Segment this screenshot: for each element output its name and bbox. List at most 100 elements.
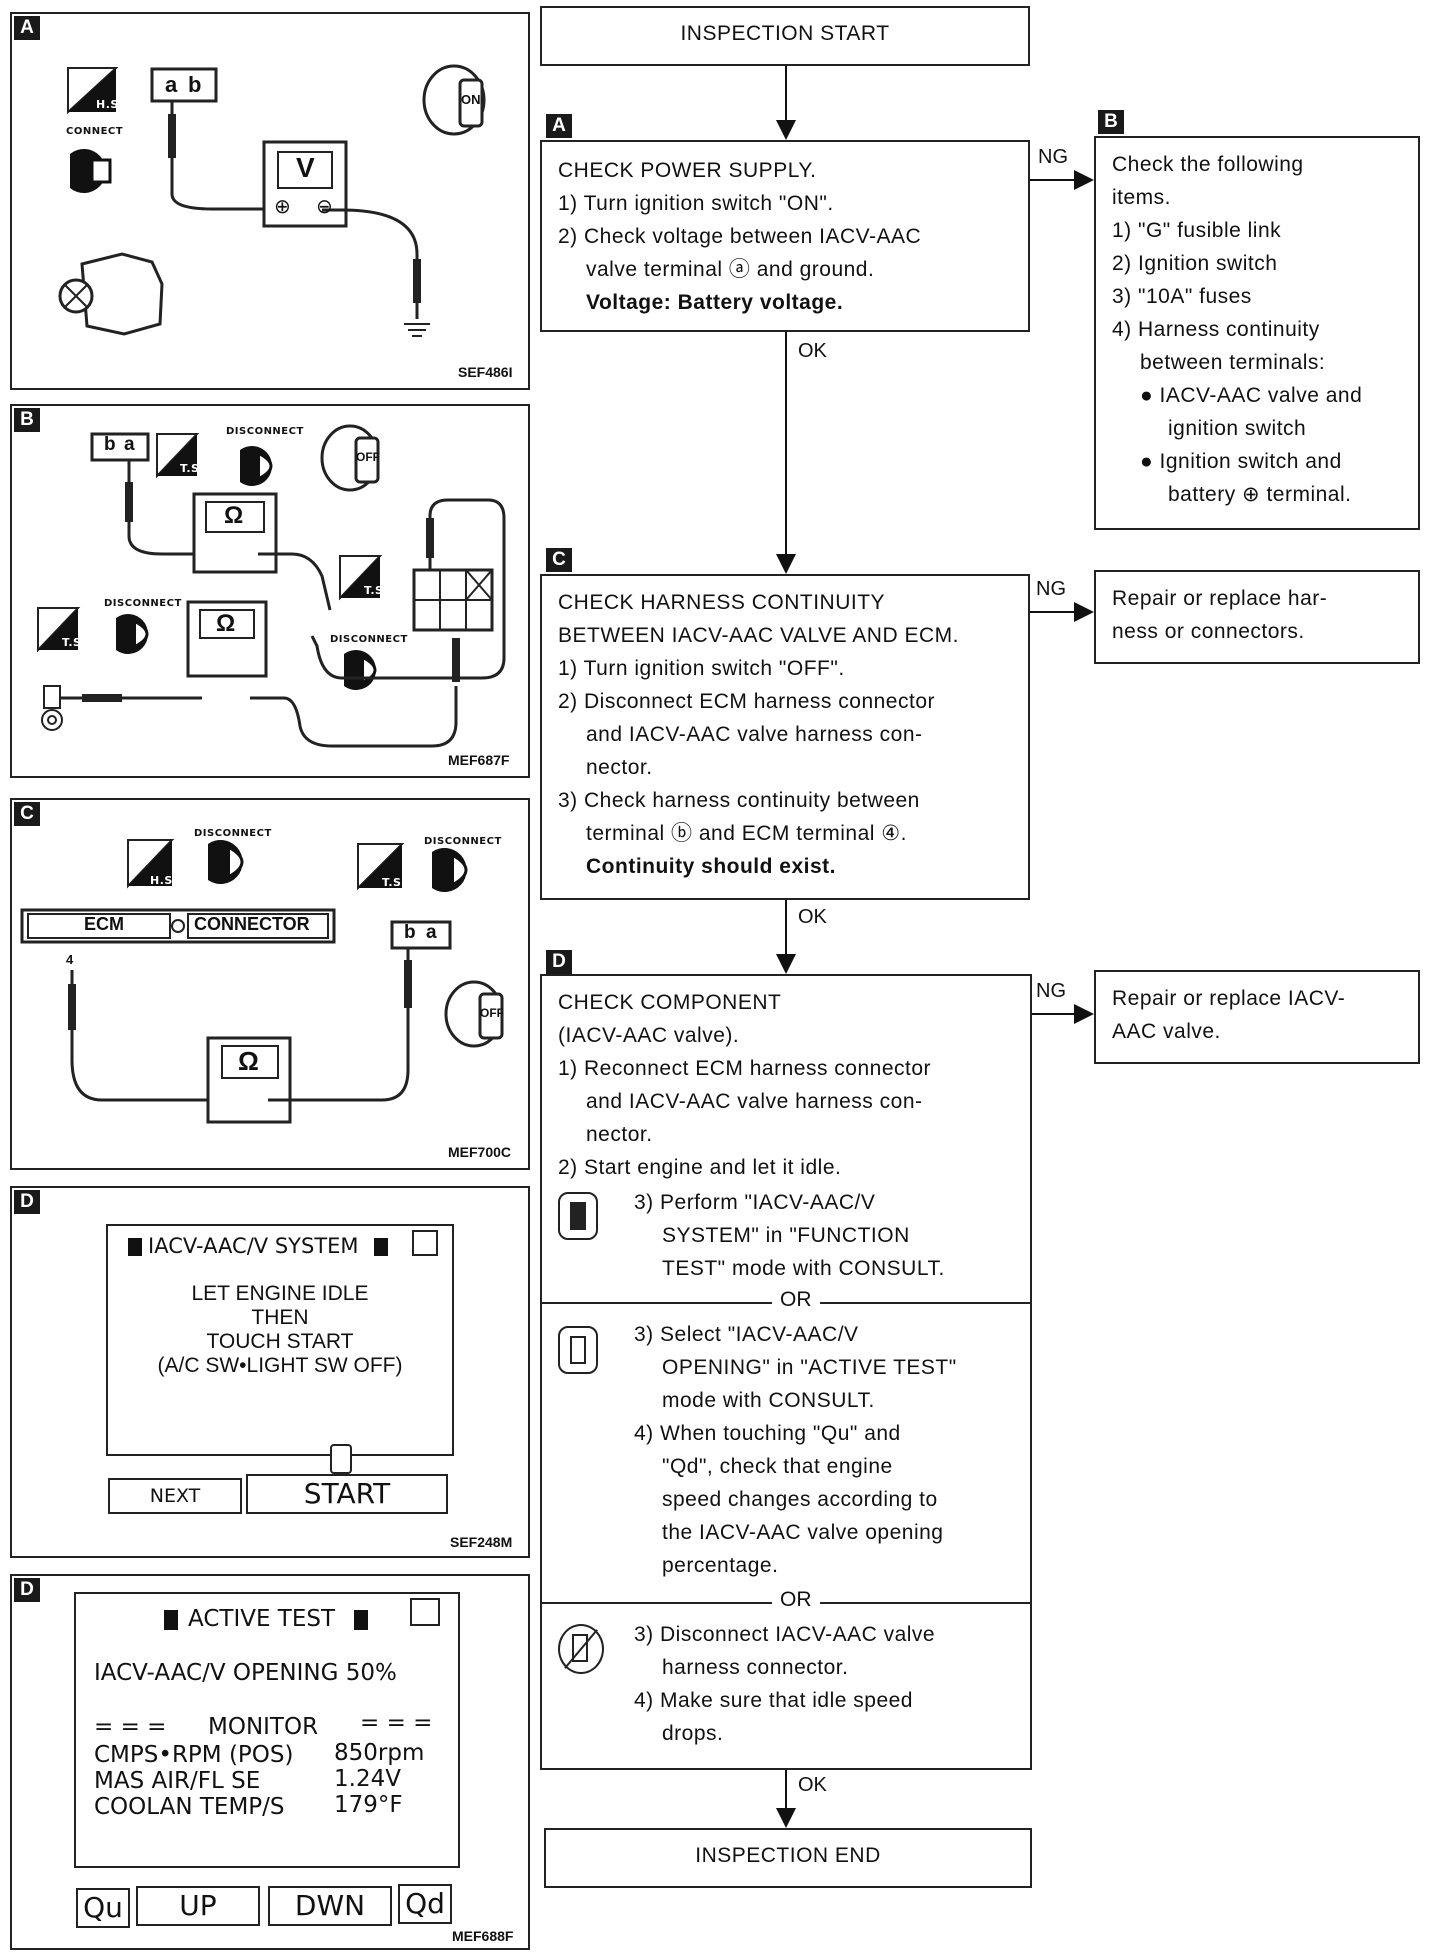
figure-a: A H.S. CONNECT a b V ⊕ ⊖ ON SEF	[10, 12, 530, 390]
screen-system-title: IACV-AAC/V SYSTEM	[148, 1234, 359, 1258]
figure-a-connect: CONNECT	[66, 126, 124, 137]
step-d-opt2-line: 3) Select "IACV-AAC/V	[634, 1323, 859, 1346]
screen-msg-line-3: TOUCH START	[206, 1330, 354, 1353]
step-b-text: Check the following items. 1) "G" fusibl…	[1112, 148, 1362, 511]
figure-a-terminal-b: b	[188, 72, 202, 97]
repair-valve-text: Repair or replace IACV- AAC valve.	[1112, 982, 1345, 1048]
step-b-line: 2) Ignition switch	[1112, 252, 1278, 275]
inspection-end-label: INSPECTION END	[695, 1844, 881, 1867]
monitor-row-label: CMPS•RPM (POS)	[94, 1742, 294, 1768]
figure-c-ecm-label: ECM	[84, 914, 124, 934]
step-d-option-3: 3) Disconnect IACV-AAC valve harness con…	[634, 1618, 935, 1750]
step-c-tag: C	[546, 548, 572, 572]
figure-d1: D IACV-AAC/V SYSTEM LET ENGINE IDLE THEN…	[10, 1186, 530, 1558]
step-b-line: items.	[1112, 186, 1172, 209]
repair-harness-line: Repair or replace har-	[1112, 587, 1328, 610]
figure-b-ts-2: T.S.	[364, 584, 389, 597]
dwn-button[interactable]: DWN	[268, 1886, 392, 1926]
monitor-divider-left: = = =	[94, 1714, 167, 1740]
figure-c-pin-label: 4	[66, 952, 74, 967]
step-d-line: nector.	[586, 1123, 653, 1146]
active-opening-value: IACV-AAC/V OPENING 50%	[94, 1660, 397, 1686]
step-d-opt3-line: harness connector.	[662, 1656, 849, 1679]
step-d-option-1: 3) Perform "IACV-AAC/V SYSTEM" in "FUNCT…	[634, 1186, 945, 1285]
figure-c: C H.S. T.S. DISCONNECT DISCONNECT ECM CO…	[10, 798, 530, 1170]
consult-screen-active-test	[74, 1592, 460, 1868]
active-title-marker-left	[164, 1610, 178, 1630]
repair-harness-box: Repair or replace har- ness or connector…	[1094, 570, 1420, 664]
or-label-2: OR	[772, 1588, 820, 1612]
step-d-line: 1) Reconnect ECM harness connector	[558, 1057, 932, 1080]
step-d-line: and IACV-AAC valve harness con-	[586, 1090, 923, 1113]
figure-c-wiring	[20, 839, 504, 1124]
step-c-box: CHECK HARNESS CONTINUITY BETWEEN IACV-AA…	[540, 574, 1030, 900]
figure-c-ohm: Ω	[238, 1046, 259, 1076]
monitor-row-label: COOLAN TEMP/S	[94, 1794, 285, 1820]
repair-valve-box: Repair or replace IACV- AAC valve.	[1094, 970, 1420, 1064]
figure-a-meter-minus: ⊖	[316, 196, 333, 218]
qu-button[interactable]: Qu	[76, 1888, 130, 1928]
step-b-line: between terminals:	[1140, 351, 1326, 374]
step-d-opt3-line: 4) Make sure that idle speed	[634, 1689, 913, 1712]
consult-device-icon	[558, 1326, 598, 1374]
screen-corner-box	[412, 1230, 438, 1256]
step-a-spec: Voltage: Battery voltage.	[586, 291, 844, 314]
figure-b-ohm-2: Ω	[216, 610, 236, 637]
step-d-opt2-line: percentage.	[662, 1554, 779, 1577]
consult-device-icon	[558, 1192, 598, 1240]
step-d-tag: D	[546, 950, 572, 974]
inspection-end-box: INSPECTION END	[544, 1828, 1032, 1888]
figure-c-key-off: OFF	[480, 1006, 504, 1020]
step-d-line: 2) Start engine and let it idle.	[558, 1156, 842, 1179]
step-a-box: CHECK POWER SUPPLY. 1) Turn ignition swi…	[540, 140, 1030, 332]
figure-d1-tag: D	[14, 1190, 40, 1214]
figure-c-terminal-b: b	[404, 922, 416, 943]
step-d-opt3-line: drops.	[662, 1722, 724, 1745]
repair-harness-line: ness or connectors.	[1112, 620, 1305, 643]
step-d-option-2: 3) Select "IACV-AAC/V OPENING" in "ACTIV…	[634, 1318, 957, 1582]
step-b-line: ● Ignition switch and	[1140, 450, 1342, 473]
start-button[interactable]: START	[246, 1474, 448, 1514]
figure-d2-tag: D	[14, 1578, 40, 1602]
next-button[interactable]: NEXT	[108, 1478, 242, 1514]
step-c-spec: Continuity should exist.	[586, 855, 837, 878]
monitor-row-value: 1.24V	[334, 1766, 401, 1792]
step-b-line: ignition switch	[1168, 417, 1307, 440]
step-c-ok-label: OK	[798, 906, 827, 928]
figure-a-meter-label: V	[296, 152, 315, 183]
figure-c-disconnect-1: DISCONNECT	[194, 828, 272, 839]
step-c-line: BETWEEN IACV-AAC VALVE AND ECM.	[558, 624, 959, 647]
step-c-line: 2) Disconnect ECM harness connector	[558, 690, 935, 713]
figure-a-terminal-a: a	[165, 72, 178, 97]
screen-title-marker-left	[128, 1238, 142, 1256]
figure-c-code: MEF700C	[448, 1144, 512, 1160]
step-c-ng-label: NG	[1036, 578, 1066, 600]
figure-b-disconnect-2: DISCONNECT	[104, 598, 182, 609]
step-d-opt1-line: 3) Perform "IACV-AAC/V	[634, 1191, 876, 1214]
step-d-opt2-line: mode with CONSULT.	[662, 1389, 875, 1412]
up-button[interactable]: UP	[136, 1886, 260, 1926]
figure-b-wiring	[37, 424, 506, 748]
step-b-tag: B	[1098, 110, 1124, 134]
step-a-line: 2) Check voltage between IACV-AAC	[558, 225, 922, 248]
step-b-line: Check the following	[1112, 153, 1304, 176]
step-b-line: 1) "G" fusible link	[1112, 219, 1282, 242]
active-test-title: ACTIVE TEST	[188, 1606, 336, 1632]
step-c-text: CHECK HARNESS CONTINUITY BETWEEN IACV-AA…	[558, 586, 959, 883]
step-a-text: CHECK POWER SUPPLY. 1) Turn ignition swi…	[558, 154, 921, 319]
inspection-start-box: INSPECTION START	[540, 6, 1030, 66]
step-d-ng-label: NG	[1036, 980, 1066, 1002]
step-d-ok-label: OK	[798, 1774, 827, 1796]
step-a-ok-label: OK	[798, 340, 827, 362]
figure-d2-code: MEF688F	[452, 1928, 514, 1944]
figure-b-terminal-a: a	[124, 434, 135, 455]
step-d-line: (IACV-AAC valve).	[558, 1024, 740, 1047]
qd-button[interactable]: Qd	[398, 1884, 452, 1924]
screen-msg-line-1: LET ENGINE IDLE	[191, 1282, 369, 1305]
repair-valve-line: Repair or replace IACV-	[1112, 987, 1346, 1010]
screen-msg-line-2: THEN	[251, 1306, 309, 1329]
step-d-opt2-line: speed changes according to	[662, 1488, 938, 1511]
step-d-text: CHECK COMPONENT (IACV-AAC valve). 1) Rec…	[558, 986, 931, 1184]
step-d-opt2-line: the IACV-AAC valve opening	[662, 1521, 944, 1544]
step-a-line: valve terminal ⓐ and ground.	[586, 258, 875, 281]
